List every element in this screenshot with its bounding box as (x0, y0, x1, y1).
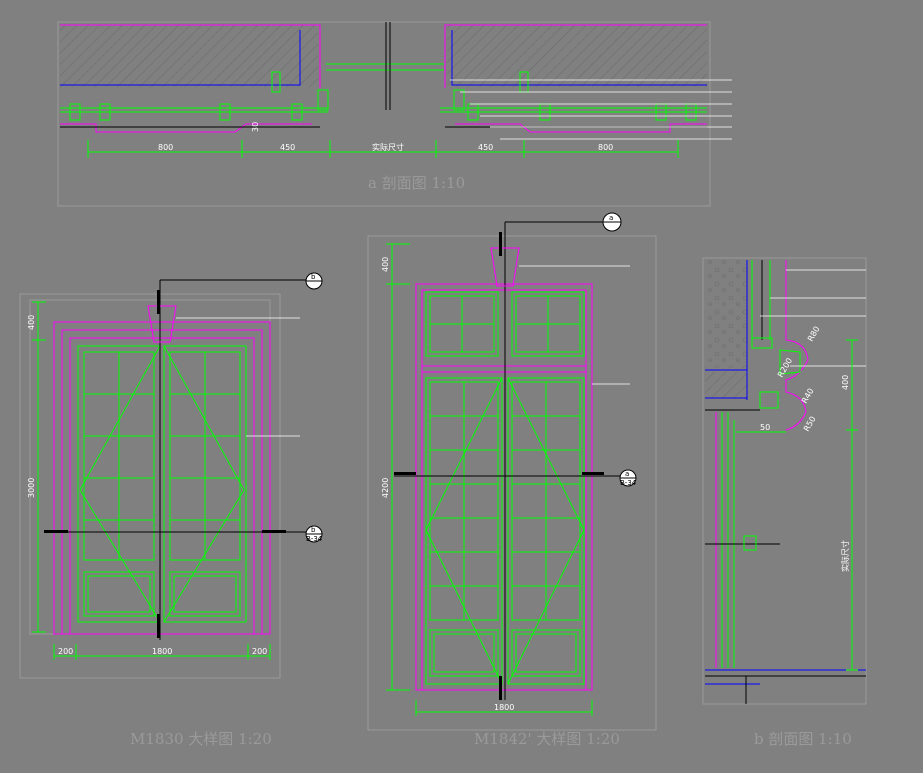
section-b-r80: R80 (806, 325, 822, 343)
m1830-dim-left: 200 (58, 647, 73, 656)
m1830-dim-right: 200 (252, 647, 267, 656)
section-a-dim-30: 30 (251, 122, 260, 132)
section-a-title: a 剖面图 1:10 (368, 174, 465, 192)
section-a-dim-800-left: 800 (158, 143, 173, 152)
section-b-r40: R40 (800, 387, 816, 405)
m1830-marker-top: b (305, 272, 323, 290)
section-b-title: b 剖面图 1:10 (754, 730, 852, 748)
svg-text:B-34: B-34 (306, 535, 323, 543)
section-b-r50: R50 (802, 415, 818, 433)
section-b-dim-50: 50 (760, 423, 770, 432)
elevation-m1830-view: b b B-34 400 3000 200 1800 200 M1830 大样图… (19, 272, 323, 748)
svg-text:a: a (609, 214, 613, 222)
section-a-dim-actual: 实际尺寸 (372, 142, 404, 152)
m1830-marker-mid: b B-34 (305, 525, 323, 543)
m1842-dim-height: 4200 (381, 478, 390, 498)
m1842-dim-top: 400 (381, 257, 390, 272)
section-a-dim-450-left: 450 (280, 143, 295, 152)
section-b-dim-actual: 实际尺寸 (840, 540, 850, 572)
svg-text:b: b (311, 273, 316, 281)
svg-text:b: b (311, 526, 316, 534)
section-a-view: 800 450 实际尺寸 450 800 30 a 剖面图 1:10 (57, 21, 732, 207)
m1830-dim-height: 3000 (27, 478, 36, 498)
svg-text:a: a (625, 470, 629, 478)
svg-text:B-34: B-34 (620, 479, 637, 487)
section-b-view: R80 R200 R40 R50 400 50 实际尺寸 b 剖面图 1:10 (702, 257, 867, 748)
m1842-marker-mid: a B-34 (619, 469, 637, 487)
elevation-m1842-view: a a B-34 400 4200 1800 M1842' 大样图 1:20 (367, 212, 657, 748)
m1830-title: M1830 大样图 1:20 (130, 730, 272, 748)
section-a-leaders (450, 79, 732, 140)
m1842-marker-top: a (602, 212, 622, 232)
m1842-dim-width: 1800 (494, 703, 514, 712)
section-b-dim-400: 400 (841, 375, 850, 390)
m1830-dim-top: 400 (27, 315, 36, 330)
section-b-r200: R200 (776, 356, 794, 379)
m1842-title: M1842' 大样图 1:20 (474, 730, 620, 748)
section-a-dim-800-right: 800 (598, 143, 613, 152)
m1830-dim-width: 1800 (152, 647, 172, 656)
section-a-dim-450-right: 450 (478, 143, 493, 152)
